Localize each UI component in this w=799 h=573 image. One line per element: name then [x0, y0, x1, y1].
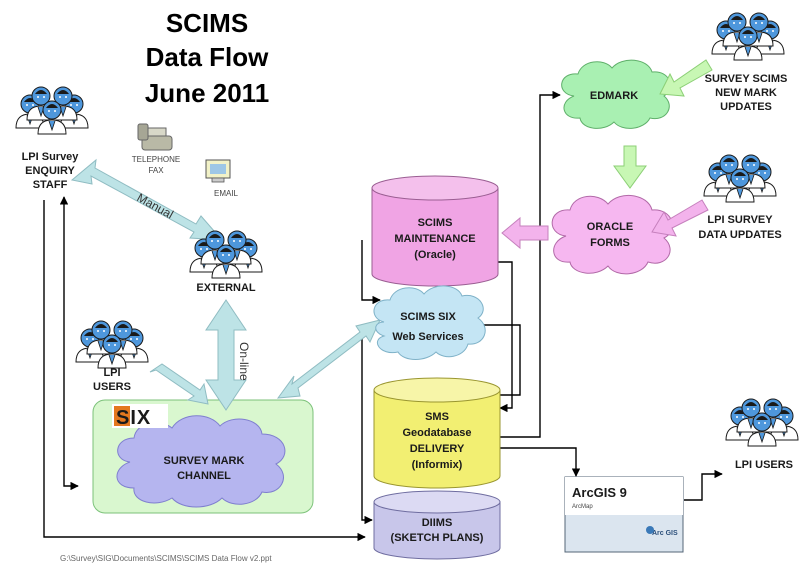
arcgis-globe-icon: [646, 526, 654, 534]
connector-sms-to-edmark: [500, 90, 561, 438]
telephone-fax-icon: [137, 123, 173, 151]
telephone-label: TELEPHONE: [132, 155, 180, 164]
lpi-survey-updates-line-1: LPI SURVEY: [707, 214, 773, 226]
edmark-cloud[interactable]: EDMARK: [561, 59, 671, 129]
enquiry-staff-line-2: ENQUIRY: [25, 165, 75, 177]
connector-enquiry-to-diims: [43, 200, 366, 542]
enquiry-staff-people-icon: [16, 87, 88, 134]
connector-arcgis-to-lpi-users: [684, 469, 723, 501]
edmark-to-oracle-arrow: [613, 145, 647, 189]
sms-line-1: SMS: [425, 411, 449, 423]
sms-line-3: DELIVERY: [410, 443, 465, 455]
scims-maintenance-line-3: (Oracle): [414, 249, 456, 261]
scims-six-line-1: SCIMS SIX: [400, 311, 456, 323]
arcgis-box[interactable]: ArcGIS 9 ArcMap Arc GIS: [564, 476, 684, 553]
online-double-arrow: [205, 299, 247, 411]
connector-sms-to-arcgis: [500, 447, 581, 477]
lpi-users-left-line-1: LPI: [103, 367, 120, 379]
lpi-survey-updates-people-icon: [704, 155, 776, 202]
scims-six-cloud[interactable]: SCIMS SIX Web Services: [373, 285, 486, 360]
external-label: EXTERNAL: [196, 282, 256, 294]
lpi-users-right-label: LPI USERS: [735, 459, 793, 471]
scims-six-line-2: Web Services: [392, 331, 463, 343]
scims-maintenance-db[interactable]: SCIMS MAINTENANCE (Oracle): [371, 175, 499, 287]
oracle-forms-line-1: ORACLE: [587, 221, 633, 233]
sms-geodatabase-db[interactable]: SMS Geodatabase DELIVERY (Informix): [373, 377, 501, 489]
diims-db[interactable]: DIIMS (SKETCH PLANS): [373, 490, 501, 560]
arcgis-subtitle: ArcMap: [572, 504, 593, 510]
survey-mark-channel-line-1: SURVEY MARK: [164, 455, 245, 467]
connector-left-to-diims: [361, 330, 373, 525]
survey-scims-line-3: UPDATES: [720, 101, 772, 113]
diims-line-2: (SKETCH PLANS): [391, 532, 484, 544]
channel-six-double-arrow: [276, 319, 381, 399]
email-computer-icon: [205, 159, 231, 183]
title-line-1: SCIMS: [166, 8, 248, 38]
lpi-users-left-people-icon: [76, 321, 148, 368]
connector-maintenance-to-sms: [498, 261, 513, 413]
oracle-forms-line-2: FORMS: [590, 237, 630, 249]
enquiry-staff-line-3: STAFF: [33, 179, 68, 191]
survey-mark-channel-line-2: CHANNEL: [177, 470, 231, 482]
scims-maintenance-line-2: MAINTENANCE: [394, 233, 475, 245]
survey-scims-line-1: SURVEY SCIMS: [705, 73, 788, 85]
six-logo: SIX: [112, 404, 168, 429]
connector-sms-to-six: [469, 320, 521, 396]
lpi-users-right-people-icon: [726, 399, 798, 446]
manual-arrow-label: Manual: [135, 190, 176, 221]
sms-line-2: Geodatabase: [402, 427, 471, 439]
survey-scims-line-2: NEW MARK: [715, 87, 777, 99]
survey-scims-people-icon: [712, 13, 784, 60]
connector-enquiry-to-channel: [59, 196, 79, 491]
lpi-survey-updates-line-2: DATA UPDATES: [698, 229, 781, 241]
six-logo-text: SIX: [116, 407, 151, 429]
title-line-3: June 2011: [145, 78, 269, 108]
oracle-to-maintenance-arrow: [501, 216, 549, 250]
lpi-users-left-line-2: USERS: [93, 381, 131, 393]
footer-file-path: G:\Survey\SIG\Documents\SCIMS\SCIMS Data…: [60, 554, 272, 563]
lpi-users-to-channel-arrow: [149, 363, 209, 405]
survey-to-edmark-arrow: [659, 59, 713, 97]
edmark-label: EDMARK: [590, 90, 638, 102]
enquiry-staff-line-1: LPI Survey: [22, 151, 80, 163]
email-label: EMAIL: [214, 189, 239, 198]
diims-line-1: DIIMS: [422, 517, 453, 529]
arcgis-logo: Arc GIS: [652, 530, 678, 537]
lpi-updates-to-oracle-arrow: [651, 199, 709, 237]
online-arrow-label: On-line: [237, 342, 251, 381]
oracle-forms-cloud[interactable]: ORACLE FORMS: [551, 195, 674, 275]
title-line-2: Data Flow: [146, 42, 270, 72]
connector-maintenance-to-six: [361, 240, 381, 305]
fax-label: FAX: [148, 166, 164, 175]
sms-line-4: (Informix): [412, 459, 463, 471]
scims-maintenance-line-1: SCIMS: [418, 217, 453, 229]
arcgis-title: ArcGIS 9: [572, 485, 627, 500]
